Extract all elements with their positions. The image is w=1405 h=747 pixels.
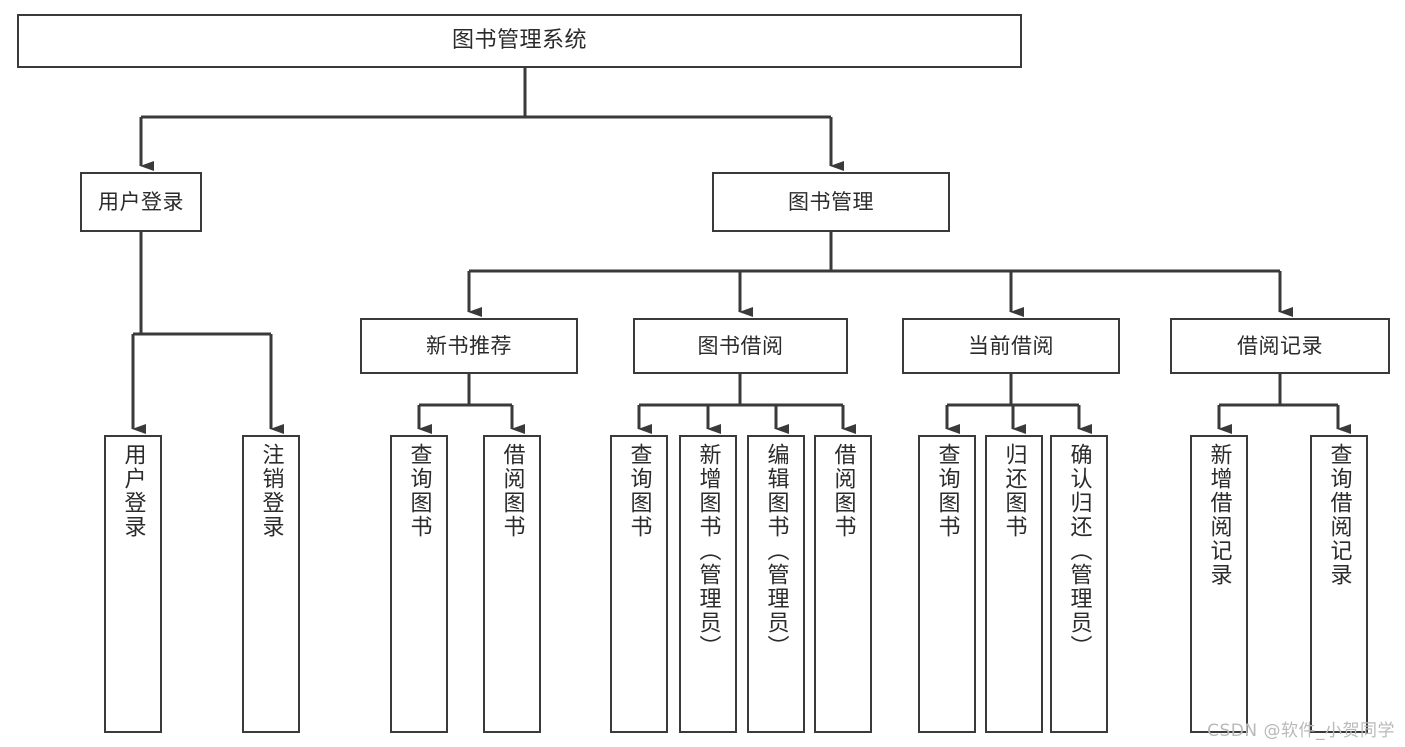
node-label: 新书推荐 — [426, 333, 512, 358]
node-label: 查询图书 — [406, 443, 432, 539]
node-leaf-logout-login[interactable]: 注销登录 — [242, 435, 300, 733]
node-label: 查询图书 — [934, 443, 960, 539]
node-leaf-query-book-2[interactable]: 查询图书 — [610, 435, 668, 733]
node-leaf-borrow-book-1[interactable]: 借阅图书 — [483, 435, 541, 733]
node-leaf-add-record[interactable]: 新增借阅记录 — [1190, 435, 1248, 733]
node-label: 当前借阅 — [968, 333, 1054, 358]
watermark: CSDN @软件_小贺同学 — [1207, 721, 1395, 741]
node-leaf-user-login[interactable]: 用户登录 — [104, 435, 162, 733]
node-leaf-query-book-1[interactable]: 查询图书 — [390, 435, 448, 733]
node-label: 编辑图书（管理员） — [763, 443, 789, 659]
node-leaf-query-book-3[interactable]: 查询图书 — [918, 435, 976, 733]
node-borrow-record[interactable]: 借阅记录 — [1170, 318, 1390, 374]
node-leaf-confirm-return[interactable]: 确认归还（管理员） — [1050, 435, 1108, 733]
node-label: 用户登录 — [120, 443, 146, 539]
node-label: 借阅图书 — [499, 443, 525, 539]
node-leaf-return-book[interactable]: 归还图书 — [985, 435, 1043, 733]
node-label: 用户登录 — [98, 189, 184, 214]
node-label: 图书管理系统 — [451, 28, 587, 54]
node-label: 确认归还（管理员） — [1066, 443, 1092, 659]
node-root-system[interactable]: 图书管理系统 — [17, 14, 1022, 68]
node-new-book-recommend[interactable]: 新书推荐 — [360, 318, 578, 374]
node-label: 查询图书 — [626, 443, 652, 539]
node-label: 借阅图书 — [830, 443, 856, 539]
node-label: 新增借阅记录 — [1206, 443, 1232, 587]
node-user-login[interactable]: 用户登录 — [80, 172, 202, 232]
node-label: 图书管理 — [788, 189, 874, 214]
node-book-borrow[interactable]: 图书借阅 — [633, 318, 848, 374]
node-label: 注销登录 — [258, 443, 284, 539]
node-leaf-query-record[interactable]: 查询借阅记录 — [1310, 435, 1368, 733]
node-book-manage[interactable]: 图书管理 — [712, 172, 950, 232]
node-label: 借阅记录 — [1237, 333, 1323, 358]
node-leaf-borrow-book-2[interactable]: 借阅图书 — [814, 435, 872, 733]
node-leaf-add-book[interactable]: 新增图书（管理员） — [679, 435, 737, 733]
node-label: 归还图书 — [1001, 443, 1027, 539]
node-leaf-edit-book[interactable]: 编辑图书（管理员） — [747, 435, 805, 733]
node-label: 查询借阅记录 — [1326, 443, 1352, 587]
node-current-borrow[interactable]: 当前借阅 — [902, 318, 1120, 374]
node-label: 图书借阅 — [697, 333, 784, 358]
node-label: 新增图书（管理员） — [695, 443, 721, 659]
